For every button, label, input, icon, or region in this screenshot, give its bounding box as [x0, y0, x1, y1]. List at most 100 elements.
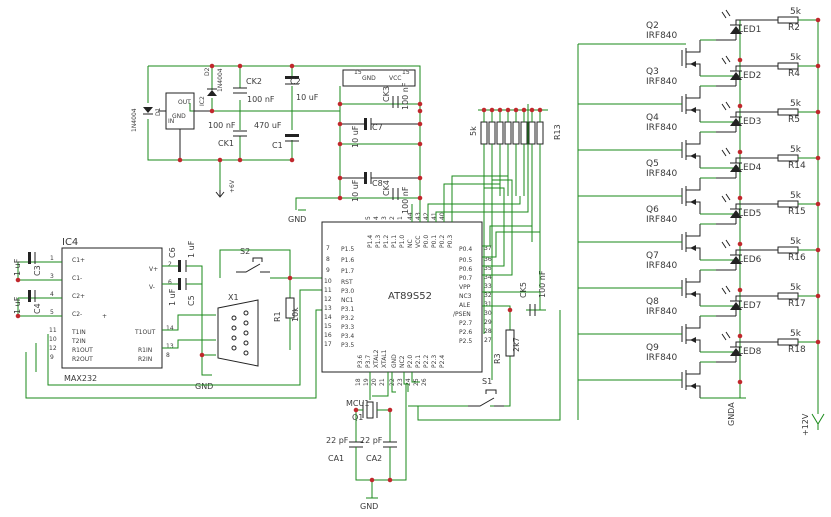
max232-pin-r1out: R1OUT: [72, 347, 93, 354]
r13-resistor: [488, 121, 496, 145]
junction-dot: [737, 333, 743, 339]
mcu-pin-p27: P2.7: [459, 320, 472, 327]
led-label: LED1: [738, 25, 761, 35]
mosfet-arrow-icon: [690, 61, 696, 67]
junction-dot: [481, 107, 487, 113]
mcu-pin-p26: P2.6: [459, 329, 472, 336]
resistor-label: R15: [788, 207, 806, 217]
mcu-left-num-12: 12: [324, 296, 332, 303]
mcu-top-num-1: 1: [397, 216, 404, 220]
diode-d1-symbol: [143, 107, 153, 115]
ck4-value: 100 nF: [401, 186, 410, 214]
resistor-value: 5k: [790, 145, 802, 155]
q1-label: Q1: [352, 413, 363, 422]
mcu-pin-psen: /PSEN: [453, 311, 471, 318]
junction-dot: [353, 407, 359, 413]
mosfet-type: IRF840: [646, 77, 678, 87]
junction-dot: [815, 109, 821, 115]
mosfet-wire: [700, 361, 740, 399]
led-label: LED6: [738, 255, 762, 265]
mcu-bottom-num-20: 20: [371, 378, 378, 386]
junction-dot: [521, 107, 527, 113]
max232-num-3: 3: [50, 273, 54, 280]
ca1-value: 22 pF: [326, 436, 349, 445]
r13-resistor: [536, 121, 544, 145]
mcu-pin-p16: P1.6: [341, 257, 354, 264]
junction-dot: [337, 175, 343, 181]
c8-value: 10 uF: [351, 179, 360, 202]
s2-label: S2: [240, 247, 250, 256]
mcu-right-num-35: 35: [484, 265, 492, 272]
ca2-label: CA2: [366, 454, 382, 463]
mcu-top-num-43: 43: [415, 212, 422, 220]
c1-value: 470 uF: [254, 121, 282, 130]
mcu-top-num-41: 41: [431, 212, 438, 220]
mcu-pin-p12: P1.2: [383, 235, 390, 248]
c4-label: C4: [33, 303, 42, 314]
junction-dot: [417, 141, 423, 147]
mcu-pin-ale: ALE: [459, 302, 470, 309]
max232-pin-t1out: T1OUT: [134, 329, 156, 336]
power-supply-section: 1N4004 D1 IN OUT GND IC2 D2 1N4004 CK2 1…: [131, 65, 421, 198]
junction-dot: [815, 339, 821, 345]
capacitor-c7-symbol: [340, 118, 420, 130]
max232-pin-r2out: R2OUT: [72, 356, 93, 363]
gate-wire: [483, 196, 682, 335]
junction-dot: [737, 103, 743, 109]
resistor-label: R2: [788, 23, 800, 33]
led-light-rays-icon: [721, 331, 731, 341]
led-icon: [730, 256, 742, 264]
junction-dot: [737, 195, 743, 201]
mosfet-symbol: [681, 270, 701, 306]
capacitor-c6-symbol: [178, 260, 187, 272]
led-light-rays-icon: [721, 239, 731, 249]
mosfet-type: IRF840: [646, 123, 678, 133]
mcu-right-num-31: 31: [484, 301, 492, 308]
mcu-pin-nc1: NC1: [341, 297, 354, 304]
r13-resistor: [528, 121, 536, 145]
junction-dot: [505, 107, 511, 113]
mcu-left-num-14: 14: [324, 314, 332, 321]
led-light-rays-icon: [721, 147, 731, 157]
ck3-value: 100 nF: [401, 82, 410, 110]
c3-value: 1 uF: [13, 258, 22, 276]
mcu-pin-vpp: VPP: [459, 284, 471, 291]
c8-label: C8: [372, 179, 383, 188]
d1-type-label: 1N4004: [131, 108, 138, 132]
mcu-right-num-29: 29: [484, 319, 492, 326]
mosfet-label: Q9: [646, 343, 659, 353]
max232-num-10: 10: [49, 336, 57, 343]
mcu-top-num-40: 40: [439, 212, 446, 220]
junction-dot: [417, 108, 423, 114]
junction-dot: [369, 477, 375, 483]
led-label: LED7: [738, 301, 761, 311]
mcu-pin-p25: P2.5: [459, 338, 472, 345]
mcu-pin-p31: P3.1: [341, 306, 354, 313]
led-icon: [730, 118, 742, 126]
r13-resistor: [480, 121, 488, 145]
junction-dot: [737, 287, 743, 293]
max232-pin-vm: V-: [149, 284, 155, 291]
led-icon: [730, 72, 742, 80]
junction-dot: [199, 352, 205, 358]
mcu-pin-p33: P3.3: [341, 324, 354, 331]
mcu-pin-p35: P3.5: [341, 342, 354, 349]
led-wire: [716, 157, 778, 179]
serial-connector: X1 S2 R1 10k: [217, 247, 322, 367]
plus12v-label: +12V: [801, 413, 810, 436]
mcu-pin-p04: P0.4: [459, 246, 472, 253]
mosfet-symbol: [681, 40, 701, 76]
junction-dot: [337, 121, 343, 127]
junction-dot: [337, 101, 343, 107]
mcu-right-num-27: 27: [484, 337, 492, 344]
junction-dot: [537, 107, 543, 113]
mcu-top-num-2: 2: [389, 216, 396, 220]
mosfet-symbol: [681, 362, 701, 398]
resistor-r3-symbol: [505, 329, 515, 357]
junction-dot: [217, 157, 223, 163]
capacitor-ck3-symbol: [392, 96, 399, 108]
d2-type-label: 1N4004: [217, 68, 224, 92]
mcu-left-num-13: 13: [324, 305, 332, 312]
max232-num-2: 2: [168, 261, 172, 268]
